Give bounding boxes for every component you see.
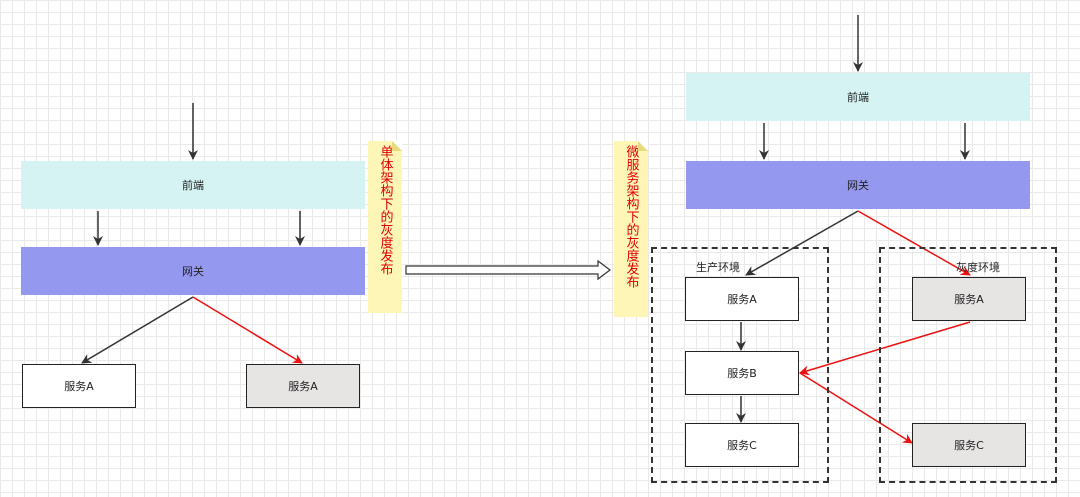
note-microservice-gray-release: 微服务架构下的灰度发布 — [614, 141, 648, 317]
left-prod-service-box[interactable]: 服务A — [22, 364, 136, 408]
left-gray-service-label: 服务A — [288, 380, 318, 393]
note-microservice-text: 微服务架构下的灰度发布 — [623, 145, 639, 288]
transition-arrow — [405, 259, 611, 281]
gray-service-a-label: 服务A — [954, 293, 984, 306]
prod-service-a-label: 服务A — [727, 293, 757, 306]
note-monolith-text: 单体架构下的灰度发布 — [377, 145, 393, 275]
prod-service-c-box[interactable]: 服务C — [685, 423, 799, 467]
left-frontend-label: 前端 — [182, 179, 204, 192]
note-monolith-gray-release: 单体架构下的灰度发布 — [368, 141, 402, 313]
gray-service-c-box[interactable]: 服务C — [912, 423, 1026, 467]
left-prod-service-label: 服务A — [64, 380, 94, 393]
left-gateway-label: 网关 — [182, 265, 204, 278]
prod-service-c-label: 服务C — [727, 439, 757, 452]
gray-service-c-label: 服务C — [954, 439, 984, 452]
right-gateway-box[interactable]: 网关 — [686, 161, 1030, 209]
left-frontend-box[interactable]: 前端 — [21, 161, 365, 209]
note-fold-corner — [638, 141, 648, 151]
prod-env-label: 生产环境 — [696, 261, 740, 274]
left-gateway-box[interactable]: 网关 — [21, 247, 365, 295]
arrow-left-gateway-to-gray-service — [192, 296, 303, 364]
arrow-right-gateway-to-prod-env — [745, 210, 859, 276]
note-fold-corner — [392, 141, 402, 151]
gray-env-label: 灰度环境 — [956, 261, 1000, 274]
right-gateway-label: 网关 — [847, 179, 869, 192]
arrow-prod-b-to-gray-c — [799, 372, 913, 444]
left-gray-service-box[interactable]: 服务A — [246, 364, 360, 408]
arrow-right-gateway-to-gray-env — [857, 210, 971, 276]
arrow-left-gateway-to-prod-service — [81, 296, 194, 364]
prod-service-a-box[interactable]: 服务A — [685, 277, 799, 321]
prod-service-b-label: 服务B — [727, 367, 757, 380]
prod-service-b-box[interactable]: 服务B — [685, 351, 799, 395]
prod-env-container — [651, 247, 829, 483]
right-frontend-label: 前端 — [847, 91, 869, 104]
gray-service-a-box[interactable]: 服务A — [912, 277, 1026, 321]
gray-env-container — [879, 247, 1057, 483]
right-frontend-box[interactable]: 前端 — [686, 73, 1030, 121]
